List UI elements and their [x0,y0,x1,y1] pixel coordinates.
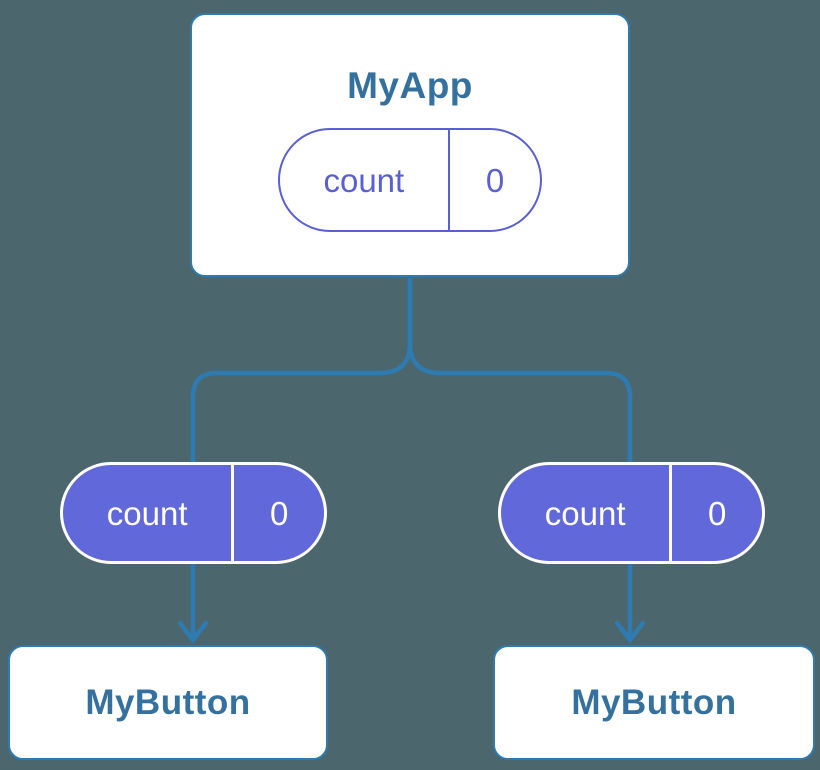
prop-pill-right: count 0 [498,462,765,564]
state-pill-divider [447,130,451,230]
prop-pill-right-divider [669,465,673,561]
prop-pill-left: count 0 [60,462,327,564]
prop-pill-right-name: count [544,494,626,532]
prop-pill-right-value: 0 [707,494,727,532]
node-mybutton-right-title: MyButton [571,683,737,722]
prop-pill-left-divider [231,465,235,561]
state-pill: count 0 [278,128,542,232]
prop-pill-left-value: 0 [269,494,289,532]
arrowhead-right-icon [614,620,646,644]
node-mybutton-left-title: MyButton [85,683,251,722]
arrowhead-left-icon [177,620,209,644]
prop-pill-left-name: count [106,494,188,532]
node-mybutton-right: MyButton [493,645,815,760]
node-myapp: MyApp count 0 [190,13,630,277]
node-mybutton-left: MyButton [8,645,328,760]
state-pill-value: 0 [485,161,505,199]
node-myapp-title: MyApp [347,65,473,106]
edge-root-to-left-pill [190,278,413,470]
edge-root-to-right-pill [407,278,633,470]
state-pill-name: count [323,161,405,199]
